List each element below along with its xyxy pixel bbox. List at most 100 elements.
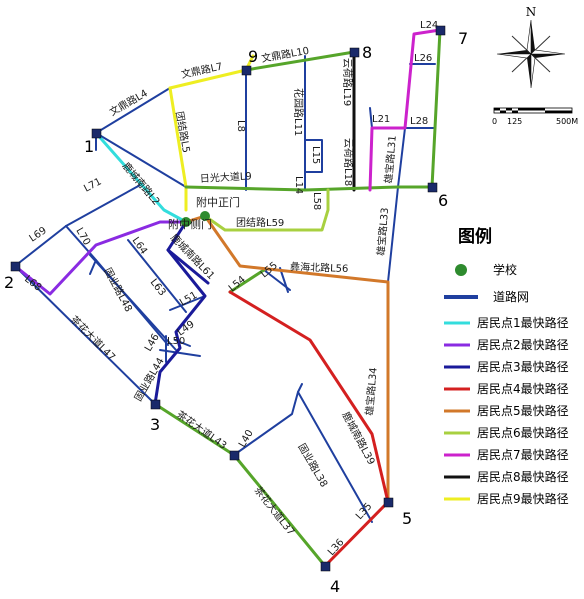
node-7-square <box>435 25 446 36</box>
road-label: L40 <box>237 428 256 449</box>
school-markers: 附中正门 附中侧门 <box>168 195 240 231</box>
school-main-gate-marker <box>200 211 210 221</box>
road-L15 <box>304 139 323 173</box>
node-1-square <box>91 128 102 139</box>
legend-label: 居民点5最快路径 <box>477 403 569 418</box>
road-L51 <box>169 295 206 311</box>
road-labels: 文鼎路L4 文鼎路L7 文鼎路L10 团结路L5 L8 花园路L11 L15 云… <box>22 20 438 558</box>
scale-bar-label-125: 125 <box>507 117 522 126</box>
road-label: L21 <box>372 114 390 125</box>
node-5-label: 5 <box>402 509 412 528</box>
road-label: 鹿城南路L2 <box>120 160 163 208</box>
road-label: 雄宝路L33 <box>374 207 391 256</box>
scale-bar-seg <box>506 108 512 111</box>
school-side-gate-marker <box>181 217 191 227</box>
node-8-label: 8 <box>362 43 372 62</box>
road-label: L8 <box>235 120 246 132</box>
legend: 图例 学校 道路网 居民点1最快路径 居民点2最快路径 居民点3最快路径 居民点… <box>444 226 569 506</box>
node-5-square <box>383 497 394 508</box>
legend-label: 学校 <box>493 262 517 277</box>
road-label: 茶花大道L47 <box>68 313 118 363</box>
road-label: 茶花大道L43 <box>174 408 229 452</box>
road-L4 <box>95 87 171 134</box>
node-6-square <box>427 182 438 193</box>
road-L5-link <box>95 132 187 188</box>
compass-half-n <box>526 19 532 55</box>
legend-label: 居民点2最快路径 <box>477 337 569 352</box>
node-1-label: 1 <box>84 137 94 156</box>
road-L31 <box>397 127 406 188</box>
road-L69 <box>14 225 67 267</box>
scale-bar-seg <box>545 110 572 113</box>
road-label: L24 <box>420 20 438 31</box>
route-3-b <box>166 248 210 285</box>
compass-half-w <box>496 53 532 59</box>
road-L64 <box>95 259 169 346</box>
route-7 <box>368 28 442 192</box>
road-label: L50 <box>167 336 185 347</box>
road-label: 固业路L44 <box>131 355 166 403</box>
legend-school-icon <box>455 264 467 276</box>
node-2-square <box>10 261 21 272</box>
node-6-label: 6 <box>438 191 448 210</box>
legend-title: 图例 <box>458 226 492 247</box>
road-label: 云荷路L19 <box>341 58 354 106</box>
node-9-label: 9 <box>248 47 258 66</box>
road-L40 <box>233 383 303 456</box>
compass-half-s <box>530 53 536 89</box>
road-label: L58 <box>311 192 322 210</box>
road-label: 固业路L38 <box>295 441 330 489</box>
road-label: L14 <box>293 176 304 194</box>
route-6-L54 <box>228 268 266 294</box>
road-label: 花园路L11 <box>292 88 305 136</box>
road-label: 日光大道L9 <box>199 169 252 185</box>
legend-label: 居民点8最快路径 <box>477 469 569 484</box>
road-label: L36 <box>326 537 346 558</box>
road-label: 雄宝路L34 <box>363 367 380 416</box>
node-7-label: 7 <box>458 29 468 48</box>
road-label: L26 <box>414 53 432 64</box>
road-label: L71 <box>82 176 103 194</box>
compass-icon: N <box>496 5 566 89</box>
road-L21 <box>369 107 373 129</box>
road-L33 <box>387 186 399 283</box>
road-label: L28 <box>410 116 428 127</box>
road-label: 彝海北路L56 <box>290 260 349 275</box>
legend-label: 居民点3最快路径 <box>477 359 569 374</box>
scale-bar-seg <box>518 108 545 111</box>
node-3-square <box>150 399 161 410</box>
route-5 <box>184 214 390 504</box>
road-label: L63 <box>148 277 168 298</box>
legend-label: 居民点9最快路径 <box>477 491 569 506</box>
route-1 <box>94 131 188 224</box>
scale-bar-label-500: 500M <box>556 117 578 126</box>
legend-label: 居民点7最快路径 <box>477 447 569 462</box>
node-9-square <box>241 65 252 76</box>
road-L38 <box>297 391 373 523</box>
node-3b-square <box>229 450 240 461</box>
node-3-label: 3 <box>150 415 160 434</box>
road-label: 团结路L59 <box>236 216 284 229</box>
node-4-label: 4 <box>330 577 340 596</box>
compass-half-e <box>530 49 566 55</box>
road-label: 云荷路L18 <box>342 138 355 186</box>
scale-bar-label-0: 0 <box>492 117 497 126</box>
legend-label: 居民点6最快路径 <box>477 425 569 440</box>
road-L71b <box>65 183 143 227</box>
route-4 <box>228 290 390 568</box>
route-6-east <box>430 28 442 189</box>
road-L50 <box>159 349 201 357</box>
road-label: 茶花大道L37 <box>252 484 298 538</box>
road-L63 <box>127 239 187 313</box>
route-6-L9 <box>184 185 434 192</box>
route-6-L43 <box>153 402 327 568</box>
road-label: L49 <box>175 319 196 339</box>
scale-bar-seg <box>494 108 500 111</box>
route-6-L59 <box>203 188 330 232</box>
road-L47 <box>14 265 156 405</box>
compass-diag <box>511 35 551 73</box>
scale-bar-seg <box>512 110 518 113</box>
road-label: L15 <box>310 146 321 164</box>
compass-north-label: N <box>526 5 537 19</box>
